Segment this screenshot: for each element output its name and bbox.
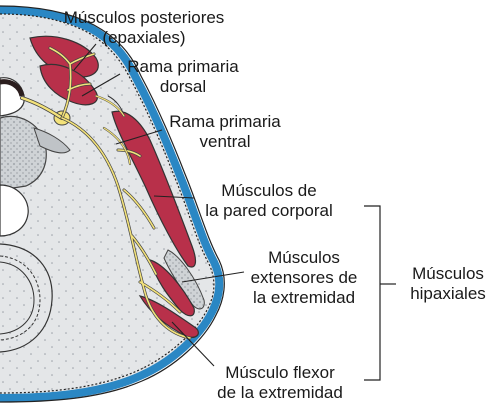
- label-ventral-ramus: Rama primaria ventral: [160, 112, 290, 152]
- label-hypaxial-muscles: Músculos hipaxiales: [398, 264, 498, 304]
- label-posterior-muscles: Músculos posteriores (epaxiales): [50, 8, 238, 48]
- label-limb-extensors: Músculos extensores de la extremidad: [240, 248, 368, 308]
- label-limb-flexor: Músculo flexor de la extremidad: [200, 363, 360, 403]
- hypaxial-bracket: [364, 206, 396, 380]
- label-dorsal-ramus: Rama primaria dorsal: [118, 57, 248, 97]
- label-body-wall-muscles: Músculos de la pared corporal: [186, 181, 352, 221]
